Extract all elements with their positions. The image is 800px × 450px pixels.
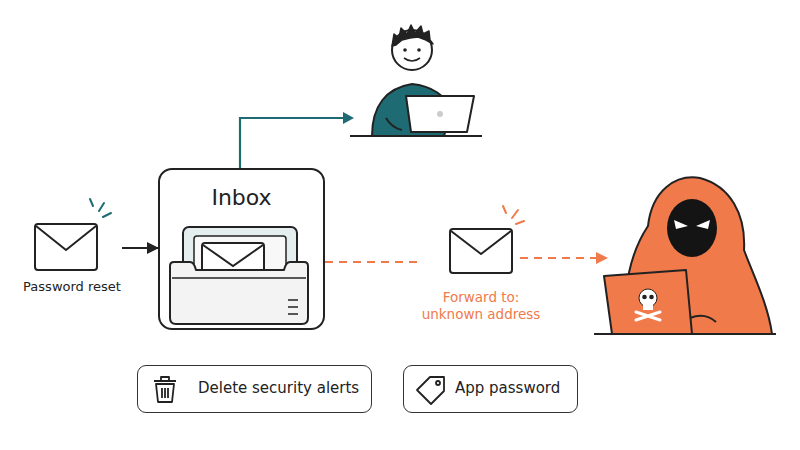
tray-mark — [288, 313, 298, 315]
user-figure — [350, 25, 482, 136]
user-smile — [404, 58, 420, 61]
node-label: Inbox — [211, 184, 271, 213]
connector — [122, 247, 158, 249]
attacker-eye — [674, 220, 688, 229]
action-pill: App password — [403, 365, 578, 413]
attacker-hand — [690, 316, 716, 322]
tag-icon — [417, 377, 444, 404]
node-label: Forward to: unknown address — [418, 289, 544, 324]
tray-edge — [172, 277, 306, 279]
hidden-face — [667, 199, 717, 257]
tag-shape — [417, 377, 444, 404]
node-label: App password — [455, 379, 560, 399]
laptop-screen — [406, 96, 474, 132]
spark-line — [103, 213, 111, 217]
spark-line — [503, 206, 506, 213]
crossbones — [636, 312, 660, 320]
skull-eye — [642, 295, 647, 300]
user-hair — [392, 25, 433, 46]
trash-lid — [154, 377, 176, 381]
trash-can — [156, 384, 174, 402]
envelope-flap — [451, 231, 511, 254]
spark-line — [90, 199, 93, 206]
spark-line — [512, 210, 518, 218]
arrow-head — [343, 112, 354, 124]
spark-line — [516, 221, 524, 224]
envelope-icon — [35, 224, 97, 270]
delivery-arrow — [240, 118, 344, 168]
attacker-eye — [696, 220, 710, 229]
node-label: Password reset — [23, 279, 121, 296]
skull-eye — [649, 295, 654, 300]
tray-envelope-flap — [203, 245, 263, 266]
tag-hole — [436, 381, 440, 385]
attacker-figure — [594, 177, 776, 334]
user-eye — [403, 48, 407, 52]
attacker-laptop — [604, 270, 692, 334]
inbox-tray — [170, 227, 308, 324]
forwarded-email: Forward to: unknown address — [418, 222, 544, 324]
alert-sparks — [503, 206, 524, 224]
node-label: Delete security alerts — [198, 379, 359, 399]
tray-body — [170, 262, 308, 324]
connector — [325, 261, 418, 263]
exfiltration-arrow — [520, 257, 598, 259]
action-pill: Delete security alerts — [137, 365, 372, 413]
envelope-body — [35, 224, 97, 270]
desk-line — [594, 333, 776, 335]
tray-mark — [288, 306, 298, 308]
trash-lines — [162, 388, 168, 398]
email-icon-box: Password reset — [22, 218, 122, 298]
spark-line — [99, 203, 104, 211]
envelope-body — [450, 229, 512, 273]
skull-jaw — [643, 304, 653, 310]
tray-mark — [288, 299, 298, 301]
trash-icon — [154, 377, 176, 402]
user-eye — [417, 48, 421, 52]
user-arm — [386, 118, 402, 130]
envelope-icon — [450, 229, 512, 273]
desk-line — [350, 135, 482, 137]
laptop-logo — [437, 111, 443, 117]
inbox-box: Inbox — [158, 168, 325, 330]
alert-sparks — [90, 199, 111, 217]
envelope-flap — [36, 226, 96, 250]
arrow-head — [596, 252, 608, 264]
